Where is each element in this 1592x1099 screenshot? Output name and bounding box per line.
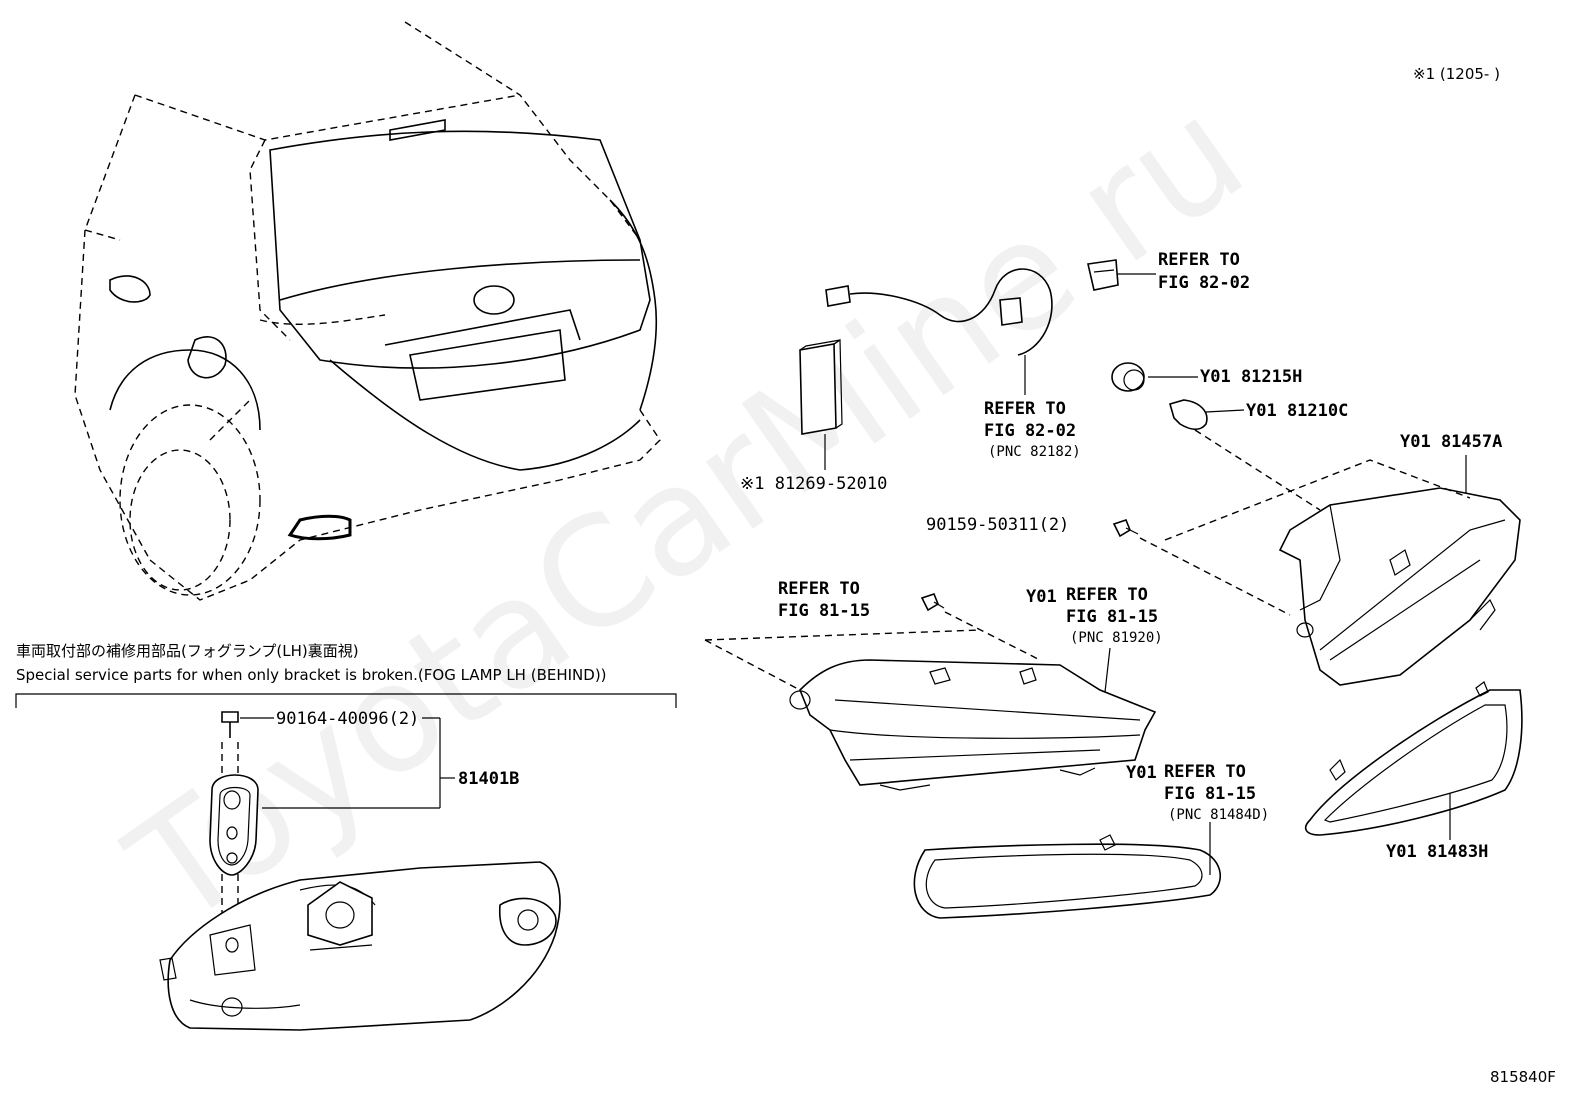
module-part bbox=[799, 338, 843, 470]
screw-part bbox=[1112, 519, 1291, 616]
revision-note: ※1 (1205- ) bbox=[1413, 65, 1500, 83]
watermark: ToyotaCarMine.ru bbox=[100, 65, 1274, 960]
bolt-part bbox=[221, 711, 274, 738]
section-title-en: Special service parts for when only brac… bbox=[16, 666, 607, 684]
fog-lamp-housing-part bbox=[704, 611, 1157, 791]
refer-label-82-02-top-2: FIG 82-02 bbox=[1158, 273, 1250, 293]
bezel-part-right bbox=[1304, 681, 1523, 840]
refer-label-81-15-left-1: REFER TO bbox=[778, 579, 860, 599]
fog-lamp-behind-part bbox=[159, 861, 561, 1031]
bulb-part-number: Y01 81210C bbox=[1246, 401, 1348, 421]
socket-part bbox=[1111, 362, 1198, 392]
socket-part-number: Y01 81215H bbox=[1200, 367, 1302, 387]
bolt-part-number: 90164-40096(2) bbox=[276, 709, 419, 729]
module-part-number: ※1 81269-52010 bbox=[740, 474, 887, 494]
bezel-part-number: Y01 81483H bbox=[1386, 842, 1488, 862]
refer-label-81484d-3: (PNC 81484D) bbox=[1168, 807, 1269, 823]
lamp-assy-part-number: Y01 81457A bbox=[1400, 432, 1502, 452]
screw-part-number: 90159-50311(2) bbox=[926, 515, 1069, 535]
refer-label-81920-1: REFER TO bbox=[1066, 585, 1148, 605]
refer-label-82-02-wire-1: REFER TO bbox=[984, 399, 1066, 419]
refer-81484d-prefix: Y01 bbox=[1126, 763, 1157, 783]
bracket-part-number: 81401B bbox=[458, 769, 519, 789]
refer-label-81-15-left-2: FIG 81-15 bbox=[778, 601, 870, 621]
refer-label-82-02-wire-3: (PNC 82182) bbox=[988, 444, 1081, 460]
clip-screw-part bbox=[920, 593, 945, 612]
wire-harness-part bbox=[825, 268, 1053, 395]
bezel-part-lower bbox=[913, 822, 1222, 919]
section-title-ja: 車両取付部の補修用部品(フォグランプ(LH)裏面視) bbox=[16, 642, 359, 660]
refer-label-82-02-top-1: REFER TO bbox=[1158, 250, 1240, 270]
vehicle-rear-illustration bbox=[74, 21, 661, 601]
diagram-code: 815840F bbox=[1490, 1068, 1556, 1086]
refer-label-81920-2: FIG 81-15 bbox=[1066, 607, 1158, 627]
refer-label-81484d-1: REFER TO bbox=[1164, 762, 1246, 782]
section-bracket-line bbox=[15, 693, 677, 708]
clip-part bbox=[1087, 259, 1156, 291]
bracket-part bbox=[209, 742, 259, 1010]
bulb-part bbox=[1169, 399, 1321, 511]
refer-label-82-02-wire-2: FIG 82-02 bbox=[984, 421, 1076, 441]
refer-label-81920-3: (PNC 81920) bbox=[1070, 630, 1163, 646]
refer-label-81484d-2: FIG 81-15 bbox=[1164, 784, 1256, 804]
refer-81920-prefix: Y01 bbox=[1026, 587, 1057, 607]
fog-lamp-assembly-part bbox=[1164, 455, 1521, 686]
